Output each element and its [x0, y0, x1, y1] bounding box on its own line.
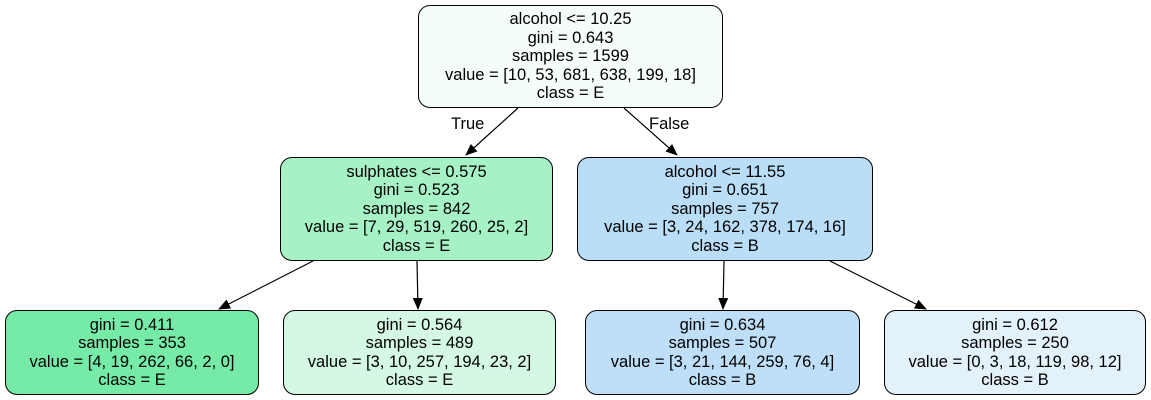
node-gini: gini = 0.643	[527, 28, 614, 47]
edge-left-to-left-right	[412, 260, 423, 310]
node-value: value = [3, 21, 144, 259, 76, 4]	[610, 352, 835, 371]
tree-node-left: sulphates <= 0.575 gini = 0.523 samples …	[280, 157, 553, 261]
tree-leaf-right-left: gini = 0.634 samples = 507 value = [3, 2…	[585, 310, 860, 395]
edge-right-to-right-right	[829, 260, 927, 310]
node-samples: samples = 842	[362, 199, 471, 218]
node-samples: samples = 507	[668, 334, 777, 352]
node-condition: alcohol <= 10.25	[509, 10, 632, 29]
tree-leaf-left-right: gini = 0.564 samples = 489 value = [3, 1…	[283, 310, 556, 395]
node-value: value = [3, 24, 162, 378, 174, 16]	[604, 218, 846, 237]
node-value: value = [3, 10, 257, 194, 23, 2]	[307, 352, 532, 371]
node-samples: samples = 489	[365, 334, 474, 352]
edge-label-false: False	[649, 115, 690, 133]
edge-root-to-left	[465, 107, 519, 156]
node-class: class = B	[981, 371, 1049, 389]
edge-root-to-right	[623, 107, 678, 156]
node-samples: samples = 250	[961, 334, 1069, 352]
node-gini: gini = 0.651	[682, 181, 768, 200]
node-gini: gini = 0.612	[972, 315, 1058, 334]
node-samples: samples = 757	[671, 199, 779, 218]
node-value: value = [0, 3, 18, 119, 98, 12]	[908, 352, 1122, 371]
node-gini: gini = 0.634	[679, 315, 766, 334]
node-class: class = E	[536, 84, 605, 103]
node-value: value = [7, 29, 519, 260, 25, 2]	[304, 218, 529, 237]
node-gini: gini = 0.564	[376, 315, 463, 334]
tree-leaf-right-right: gini = 0.612 samples = 250 value = [0, 3…	[884, 310, 1146, 395]
edge-label-true: True	[451, 115, 485, 133]
node-value: value = [10, 53, 681, 638, 199, 18]	[445, 65, 696, 84]
tree-leaf-left-left: gini = 0.411 samples = 353 value = [4, 1…	[5, 310, 259, 395]
node-class: class = E	[98, 371, 166, 389]
node-gini: gini = 0.411	[89, 315, 175, 334]
node-samples: samples = 1599	[512, 47, 629, 66]
node-value: value = [4, 19, 262, 66, 2, 0]	[29, 352, 235, 371]
node-condition: sulphates <= 0.575	[346, 162, 487, 181]
node-class: class = E	[382, 236, 451, 255]
tree-node-right: alcohol <= 11.55 gini = 0.651 samples = …	[577, 157, 873, 261]
tree-node-root: alcohol <= 10.25 gini = 0.643 samples = …	[418, 5, 723, 108]
node-class: class = B	[691, 236, 759, 255]
node-gini: gini = 0.523	[373, 181, 460, 200]
node-condition: alcohol <= 11.55	[664, 162, 786, 181]
edge-left-to-left-left	[218, 260, 314, 310]
node-class: class = B	[688, 371, 757, 389]
node-samples: samples = 353	[78, 334, 186, 352]
edge-right-to-right-left	[718, 260, 729, 310]
node-class: class = E	[385, 371, 454, 389]
